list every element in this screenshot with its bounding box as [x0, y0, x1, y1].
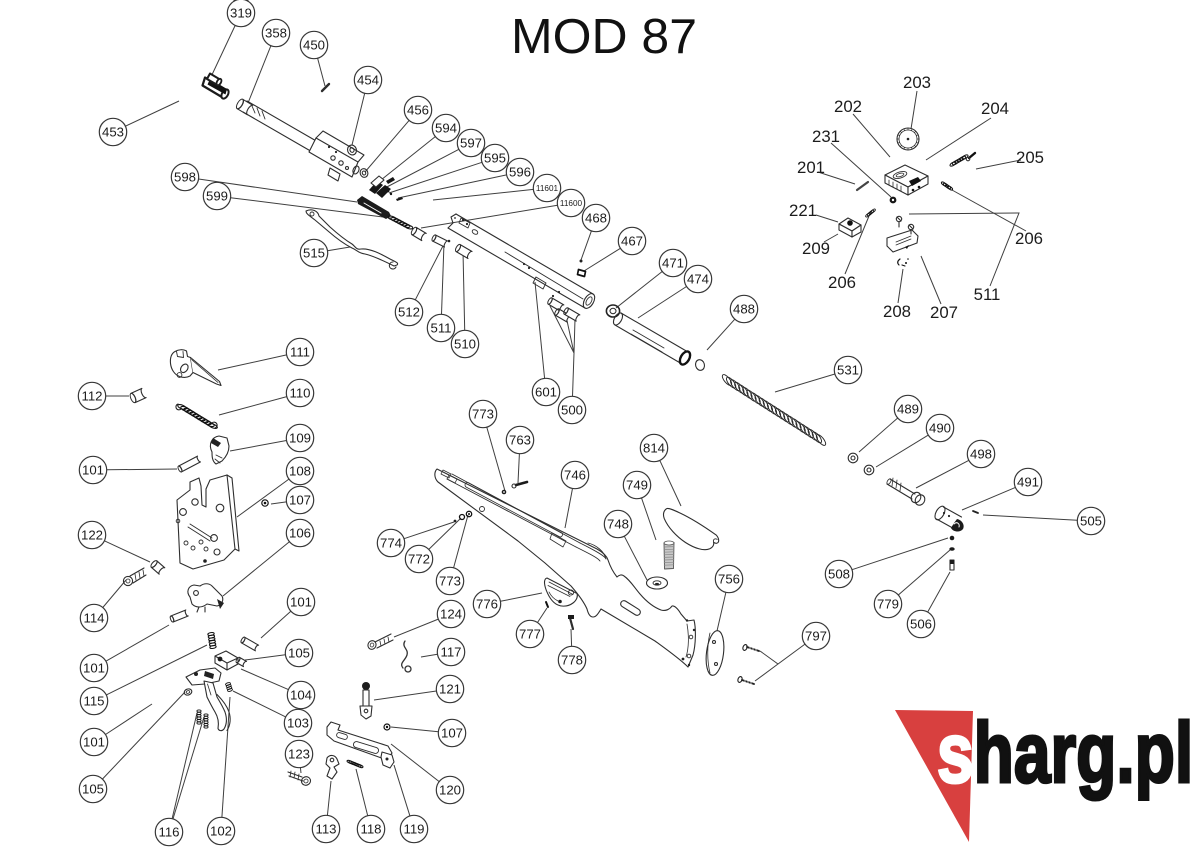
- svg-text:511: 511: [974, 285, 1001, 304]
- svg-text:120: 120: [439, 783, 461, 798]
- svg-text:777: 777: [519, 627, 541, 642]
- svg-text:471: 471: [662, 256, 684, 271]
- svg-text:114: 114: [83, 611, 104, 626]
- svg-text:763: 763: [509, 433, 531, 448]
- svg-text:107: 107: [289, 493, 311, 508]
- svg-text:111: 111: [290, 345, 310, 360]
- svg-text:489: 489: [897, 402, 919, 417]
- svg-text:208: 208: [883, 302, 911, 321]
- svg-text:118: 118: [360, 822, 381, 837]
- svg-text:123: 123: [288, 747, 310, 762]
- svg-text:11600: 11600: [560, 199, 583, 208]
- svg-text:206: 206: [828, 273, 856, 292]
- svg-text:207: 207: [930, 303, 958, 322]
- svg-text:454: 454: [357, 73, 379, 88]
- svg-text:601: 601: [535, 385, 557, 400]
- svg-text:106: 106: [289, 526, 311, 541]
- svg-text:453: 453: [102, 125, 124, 140]
- svg-text:511: 511: [430, 321, 451, 336]
- svg-text:773: 773: [439, 574, 461, 589]
- svg-text:115: 115: [83, 694, 104, 709]
- svg-text:117: 117: [440, 645, 461, 660]
- svg-text:103: 103: [287, 716, 309, 731]
- svg-text:505: 505: [1080, 514, 1102, 529]
- svg-text:205: 205: [1016, 148, 1044, 167]
- svg-text:101: 101: [290, 595, 312, 610]
- svg-text:756: 756: [718, 572, 740, 587]
- svg-text:113: 113: [315, 822, 336, 837]
- svg-text:748: 748: [607, 517, 629, 532]
- svg-text:474: 474: [687, 272, 709, 287]
- svg-text:488: 488: [733, 302, 755, 317]
- svg-text:773: 773: [472, 407, 494, 422]
- svg-text:209: 209: [802, 239, 830, 258]
- svg-text:121: 121: [439, 682, 461, 697]
- svg-text:450: 450: [303, 38, 325, 53]
- svg-text:596: 596: [509, 165, 531, 180]
- svg-text:204: 204: [981, 99, 1009, 118]
- svg-text:772: 772: [408, 552, 430, 567]
- svg-text:599: 599: [206, 189, 228, 204]
- svg-text:116: 116: [158, 825, 179, 840]
- svg-text:203: 203: [903, 73, 931, 92]
- svg-text:597: 597: [460, 136, 482, 151]
- svg-text:797: 797: [805, 629, 827, 644]
- svg-text:746: 746: [564, 468, 586, 483]
- svg-text:MOD 87: MOD 87: [511, 10, 697, 64]
- svg-text:508: 508: [828, 567, 850, 582]
- svg-text:105: 105: [288, 646, 310, 661]
- svg-text:319: 319: [230, 6, 252, 21]
- svg-text:491: 491: [1017, 475, 1039, 490]
- svg-text:749: 749: [626, 478, 648, 493]
- svg-text:112: 112: [81, 389, 102, 404]
- svg-text:531: 531: [837, 363, 859, 378]
- svg-text:sharg.pl: sharg.pl: [937, 706, 1193, 801]
- svg-text:202: 202: [834, 97, 862, 116]
- svg-text:814: 814: [643, 441, 665, 456]
- svg-text:498: 498: [970, 447, 992, 462]
- svg-text:101: 101: [82, 463, 104, 478]
- svg-text:490: 490: [929, 421, 951, 436]
- svg-text:358: 358: [265, 26, 287, 41]
- svg-text:512: 512: [398, 305, 420, 320]
- svg-text:109: 109: [289, 431, 311, 446]
- svg-text:456: 456: [407, 103, 429, 118]
- svg-text:515: 515: [303, 246, 325, 261]
- svg-text:500: 500: [561, 403, 583, 418]
- svg-text:108: 108: [289, 464, 311, 479]
- svg-text:774: 774: [380, 536, 402, 551]
- svg-text:467: 467: [621, 234, 643, 249]
- svg-text:105: 105: [82, 782, 104, 797]
- svg-text:231: 231: [812, 127, 840, 146]
- svg-text:206: 206: [1015, 229, 1043, 248]
- svg-text:104: 104: [290, 688, 312, 703]
- svg-text:101: 101: [83, 661, 105, 676]
- svg-text:776: 776: [476, 597, 498, 612]
- svg-text:107: 107: [441, 726, 463, 741]
- svg-text:778: 778: [561, 653, 583, 668]
- svg-text:221: 221: [789, 201, 817, 220]
- svg-text:11601: 11601: [536, 184, 559, 193]
- svg-text:598: 598: [174, 170, 196, 185]
- svg-text:101: 101: [83, 735, 105, 750]
- svg-text:102: 102: [210, 824, 232, 839]
- svg-text:594: 594: [435, 121, 457, 136]
- svg-text:124: 124: [440, 607, 462, 622]
- svg-text:779: 779: [877, 597, 899, 612]
- svg-text:506: 506: [910, 617, 932, 632]
- svg-text:122: 122: [81, 528, 103, 543]
- svg-text:510: 510: [454, 337, 476, 352]
- svg-text:119: 119: [403, 822, 424, 837]
- svg-text:468: 468: [585, 211, 607, 226]
- svg-text:595: 595: [484, 151, 506, 166]
- svg-text:110: 110: [289, 386, 310, 401]
- svg-text:201: 201: [797, 158, 825, 177]
